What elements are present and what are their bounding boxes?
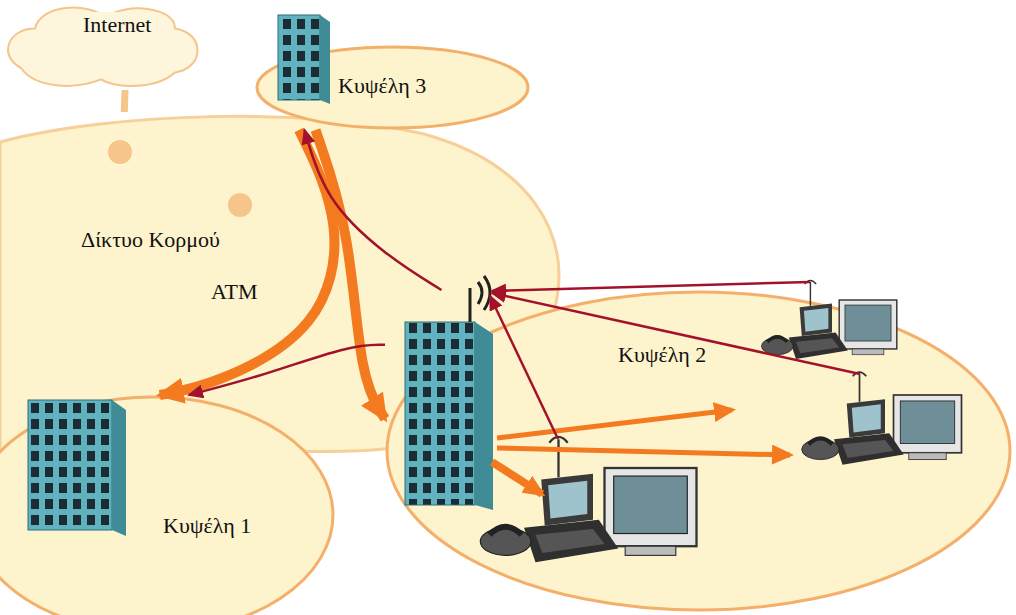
building-cell-1-part <box>112 400 126 536</box>
cell-ellipse: Κυψέλη 2 <box>385 290 1012 612</box>
node-label: Κυψέλη 3 <box>335 73 429 99</box>
cell-outline <box>0 397 333 615</box>
cell-ellipse: Κυψέλη 3 <box>255 45 530 130</box>
cell-outline <box>387 292 1010 610</box>
building-cell-1-part <box>28 400 112 530</box>
label-holder: Κυψέλη 1 <box>160 513 254 539</box>
node-label: Κυψέλη 1 <box>160 513 254 539</box>
node-label: Δίκτυο Κορμού <box>78 227 223 253</box>
cloud-node: Internet <box>5 2 205 90</box>
building-cell-2-part <box>475 322 493 510</box>
label-holder: Κυψέλη 2 <box>615 342 709 368</box>
building-cell-2-part <box>469 288 472 322</box>
label-holder: Κυψέλη 3 <box>335 73 429 99</box>
label-holder: ATM <box>208 279 260 305</box>
label-holder: Δίκτυο Κορμού <box>78 227 223 253</box>
building-cell-3-part <box>320 15 330 104</box>
cell-ellipse: Κυψέλη 1 <box>0 395 335 615</box>
building-cell-3 <box>278 15 330 104</box>
cloud-outline <box>8 8 197 86</box>
core-network-region: Δίκτυο ΚορμούATM <box>0 112 565 457</box>
core-network-region-outline <box>0 112 565 457</box>
node-sublabel: ATM <box>208 279 260 305</box>
label-holder: Internet <box>80 12 154 38</box>
node-label: Internet <box>80 12 154 38</box>
cell-outline <box>257 47 528 128</box>
network-junctions-part <box>228 193 252 217</box>
cell-ellipse-outline <box>385 290 1012 612</box>
cell-ellipse-outline <box>0 395 335 615</box>
core-outline <box>0 116 559 457</box>
building-cell-1 <box>28 400 126 536</box>
building-cell-3-part <box>278 15 320 100</box>
node-label: Κυψέλη 2 <box>615 342 709 368</box>
backbone-link <box>121 90 129 112</box>
network-junctions-part <box>108 140 132 164</box>
building-cell-2-part <box>405 322 475 505</box>
